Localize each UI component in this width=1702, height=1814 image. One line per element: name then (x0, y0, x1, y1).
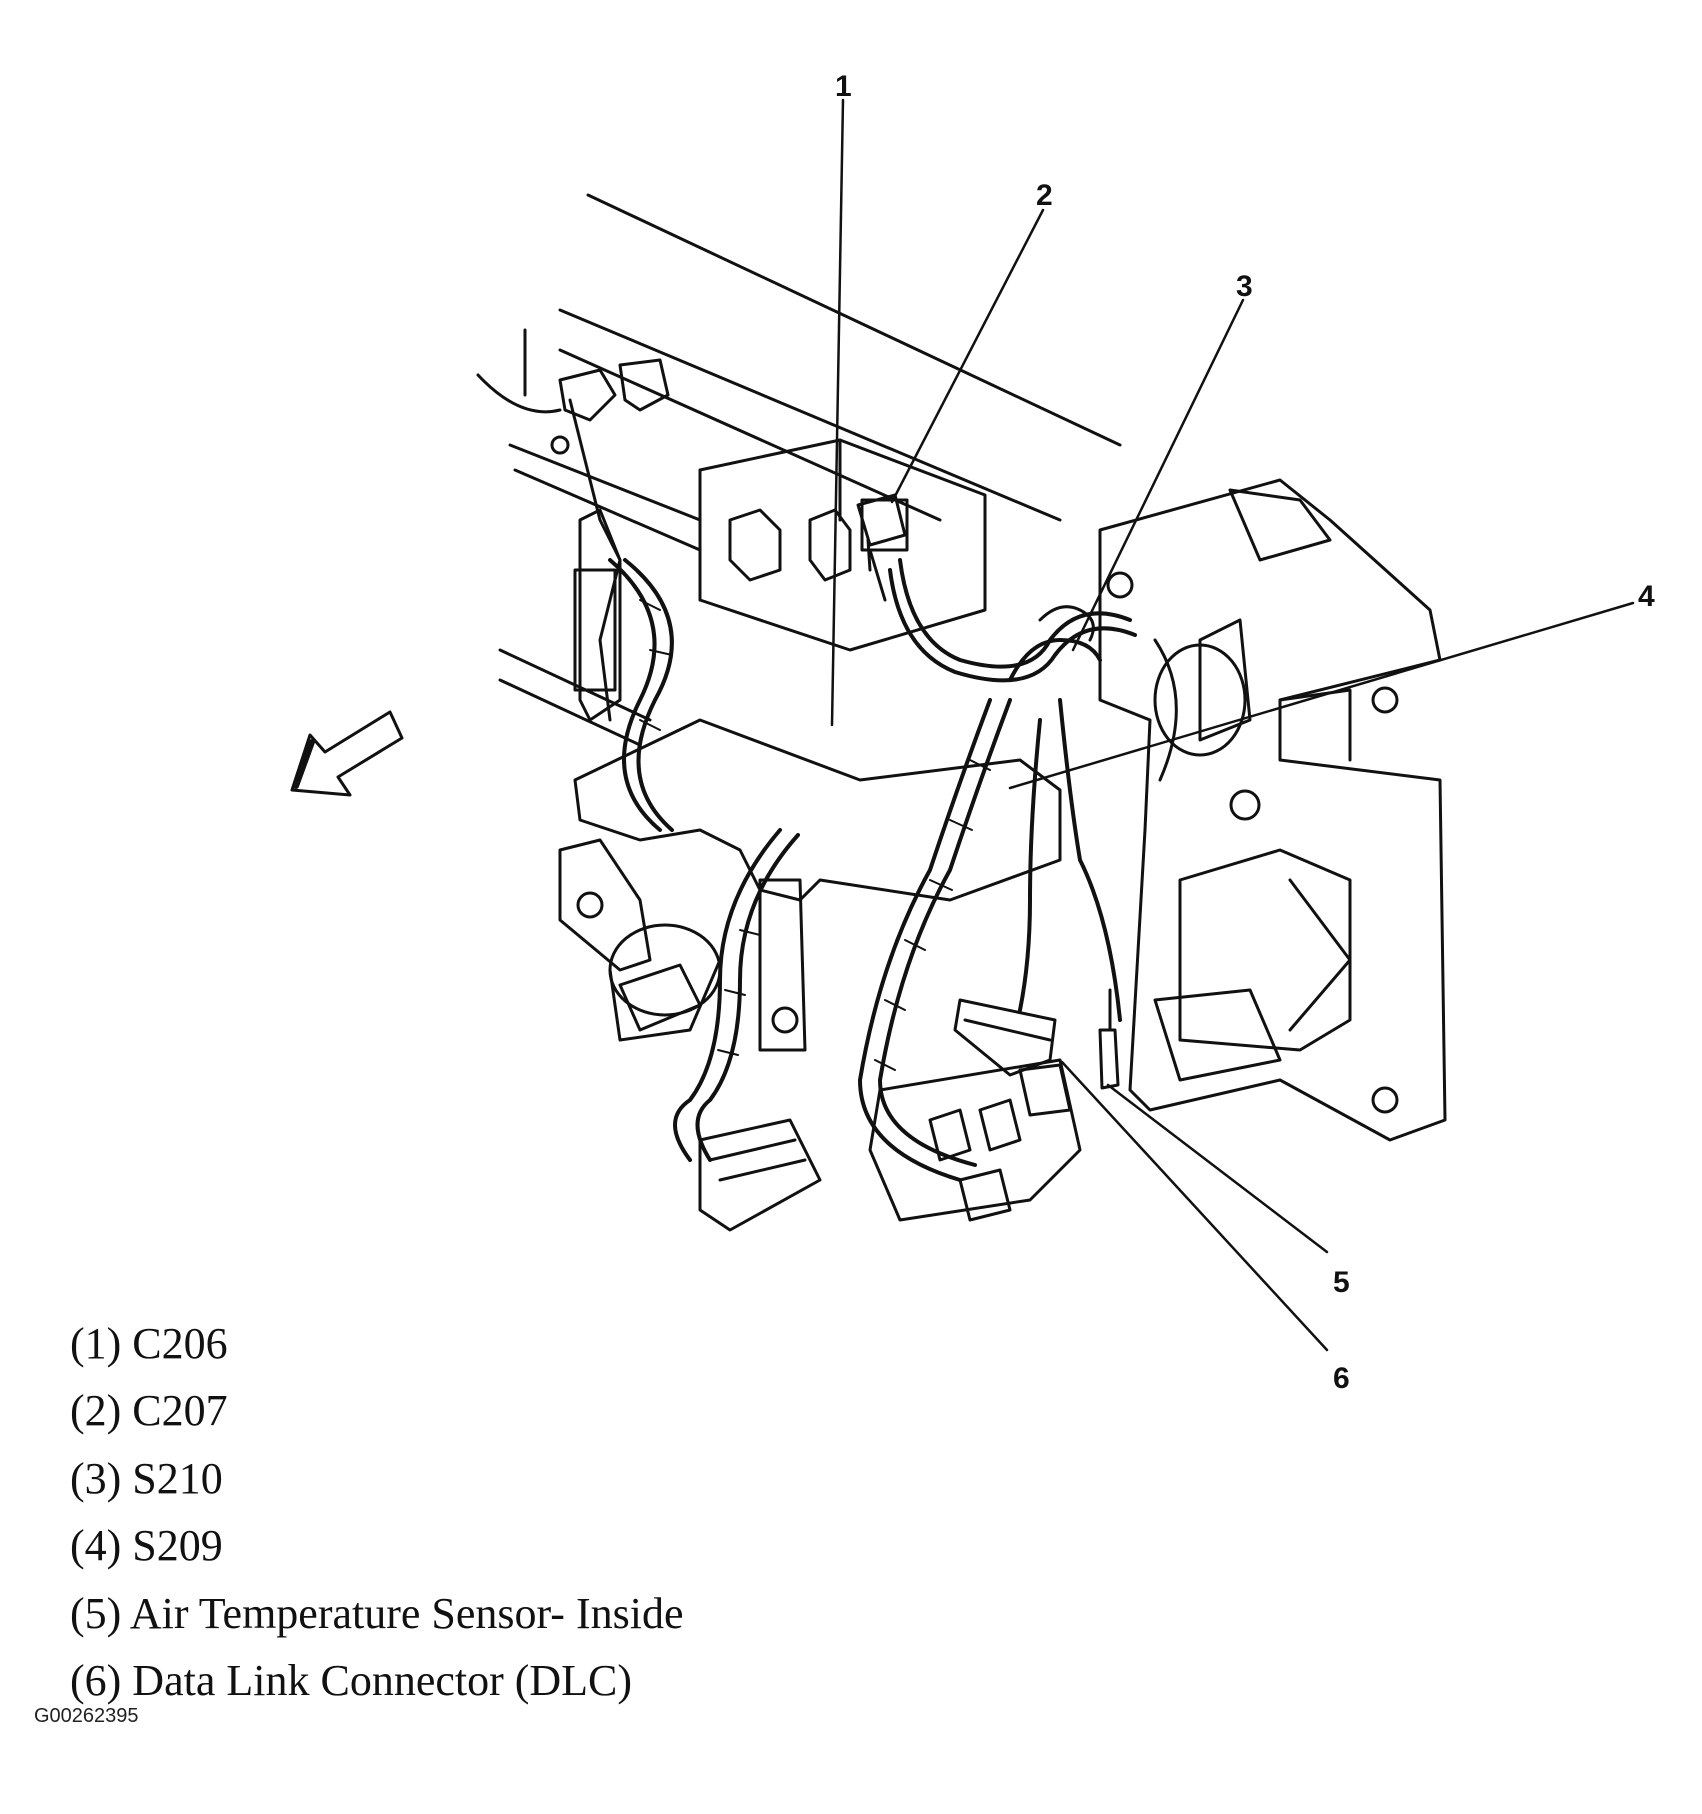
lower-connector-cluster (868, 1058, 1082, 1222)
legend-item-c206: (1) C206 (70, 1319, 228, 1368)
connector-c207 (856, 493, 907, 572)
legend-item-c207: (2) C207 (70, 1386, 228, 1435)
legend-item-dlc: (6) Data Link Connector (DLC) (70, 1656, 633, 1705)
callout-number-2: 2 (1036, 179, 1053, 212)
leader-lines (830, 98, 1635, 1352)
forward-direction-arrow-icon (290, 710, 404, 797)
round-fitting (608, 923, 722, 1042)
splice-s210 (1038, 605, 1095, 642)
callout-number-5: 5 (1333, 1266, 1350, 1299)
callout-number-3: 3 (1236, 270, 1253, 303)
dlc-connector (953, 998, 1057, 1077)
legend-item-s209: (4) S209 (70, 1521, 223, 1570)
figure-id: G00262395 (34, 1705, 139, 1727)
leader-line-2 (890, 208, 1045, 504)
legend-item-air-temp-sensor: (5) Air Temperature Sensor- Inside (70, 1589, 684, 1638)
leader-line-3 (1071, 298, 1245, 652)
leader-line-4 (1008, 601, 1635, 790)
callout-number-1: 1 (835, 70, 852, 103)
upper-left-bracket (476, 358, 670, 722)
callout-number-4: 4 (1638, 580, 1655, 613)
lower-bracket (558, 718, 1062, 1052)
lower-left-connector (698, 1118, 822, 1232)
harness-tape-marks (639, 599, 991, 1071)
legend-item-s210: (3) S210 (70, 1454, 223, 1503)
hvac-housing (1098, 478, 1447, 1142)
leader-line-6 (1060, 1060, 1329, 1352)
leader-line-5 (1106, 1083, 1329, 1254)
temperature-sensor (1098, 988, 1120, 1090)
callout-number-6: 6 (1333, 1362, 1350, 1395)
leader-line-1 (830, 98, 845, 727)
wiring-harness (608, 558, 1137, 1182)
